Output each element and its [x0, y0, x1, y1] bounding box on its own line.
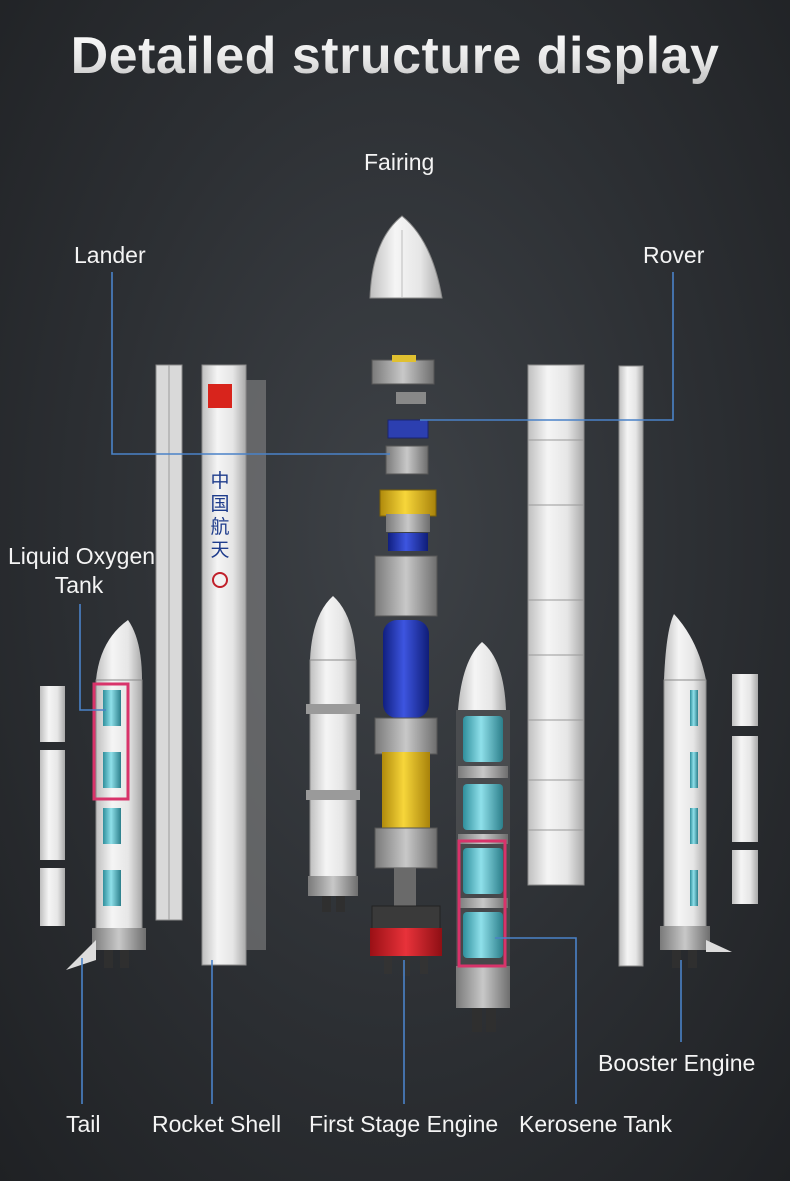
- leader-lines: [79, 272, 682, 1104]
- first-stage-engine-label: First Stage Engine: [309, 1111, 499, 1137]
- fairing-part: [369, 215, 443, 299]
- shell-print-char: 天: [210, 539, 229, 561]
- liquid-oxygen-tank-label: Liquid Oxygen Tank: [8, 542, 156, 600]
- rover-label: Rover: [643, 242, 705, 268]
- kerosene-booster: [456, 642, 510, 1032]
- right-shell-panel: [527, 364, 585, 886]
- middle-left-booster: [306, 596, 360, 912]
- booster-engine-label: Booster Engine: [598, 1050, 756, 1076]
- liquid-oxygen-tank-label-line2: Tank: [54, 571, 104, 598]
- lander-leader-line: [111, 272, 390, 455]
- china-flag-icon: [208, 384, 232, 408]
- kerosene-tank-leader-line: [495, 937, 577, 1104]
- left-booster: [66, 620, 146, 970]
- left-side-blocks: [40, 686, 65, 926]
- kerosene-tank-highlight: [457, 839, 507, 968]
- liquid-oxygen-tank-label-line1: Liquid Oxygen: [8, 543, 156, 569]
- right-thin-panel: [618, 365, 644, 967]
- shell-print-char: 中: [210, 470, 229, 492]
- rocket-shell-part: 中 国 航 天: [201, 364, 266, 966]
- shell-print-char: 航: [210, 516, 229, 538]
- kerosene-tank-label: Kerosene Tank: [519, 1111, 673, 1137]
- right-side-blocks: [732, 674, 758, 904]
- liquid-oxygen-leader-line: [79, 604, 106, 711]
- shell-print-char: 国: [210, 493, 229, 515]
- right-booster: [660, 614, 732, 968]
- rocket-shell-label: Rocket Shell: [152, 1111, 282, 1137]
- fairing-label: Fairing: [364, 149, 435, 175]
- liquid-oxygen-highlight: [92, 682, 130, 801]
- payload-stack: [370, 355, 442, 976]
- rover-leader-line: [420, 272, 674, 421]
- tail-label: Tail: [66, 1111, 101, 1137]
- left-truss-panel: [155, 364, 183, 921]
- page-title: Detailed structure display: [0, 26, 790, 86]
- space-logo-icon: [212, 572, 228, 588]
- lander-label: Lander: [74, 242, 146, 268]
